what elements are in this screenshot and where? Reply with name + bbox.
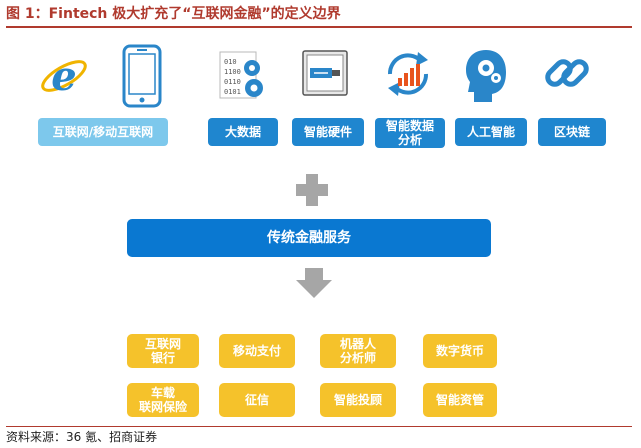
category-smart-hardware: 智能硬件 (292, 118, 364, 146)
outcome-label-line: 机器人 (339, 337, 376, 351)
outcome-mobile-payment: 移动支付 (219, 334, 295, 368)
outcome-label-line: 数字货币 (435, 344, 484, 358)
outcome-label-line: 分析师 (339, 351, 376, 365)
down-arrow-icon (296, 268, 332, 302)
ai-head-icon (462, 46, 510, 104)
outcome-connected-car-insurance: 车载 联网保险 (127, 383, 199, 417)
category-blockchain: 区块链 (538, 118, 606, 146)
outcome-label-line: 互联网 (144, 337, 181, 351)
svg-text:1100: 1100 (224, 68, 241, 76)
title-rule (6, 26, 632, 28)
outcome-robo-advisor: 智能投顾 (320, 383, 396, 417)
chain-link-icon (542, 48, 592, 98)
svg-text:0101: 0101 (224, 88, 241, 96)
outcome-label-line: 征信 (244, 393, 269, 407)
outcome-robot-analyst: 机器人 分析师 (320, 334, 396, 368)
source-rule (6, 426, 632, 427)
outcome-internet-bank: 互联网 银行 (127, 334, 199, 368)
plus-icon (294, 172, 330, 212)
outcome-label-line: 移动支付 (232, 344, 281, 358)
svg-text:0110: 0110 (224, 78, 241, 86)
outcome-digital-currency: 数字货币 (423, 334, 497, 368)
category-label-line: 分析 (397, 133, 422, 147)
internet-explorer-icon: e (38, 50, 90, 102)
outcome-label-line: 联网保险 (138, 400, 187, 414)
svg-text:e: e (51, 53, 76, 100)
smartphone-icon (122, 44, 162, 108)
outcome-label-line: 智能资管 (435, 393, 484, 407)
outcome-label-line: 银行 (150, 351, 175, 365)
outcome-label-line: 智能投顾 (333, 393, 382, 407)
outcome-label-line: 车载 (150, 386, 175, 400)
svg-text:010: 010 (224, 58, 237, 66)
outcome-credit-reporting: 征信 (219, 383, 295, 417)
category-label-line: 智能数据 (385, 119, 434, 133)
traditional-financial-services: 传统金融服务 (127, 219, 491, 257)
category-big-data: 大数据 (208, 118, 278, 146)
outcome-smart-asset-management: 智能资管 (423, 383, 497, 417)
figure-source: 资料来源：36 氪、招商证券 (6, 430, 158, 444)
data-gears-icon: 010 1100 0110 0101 (216, 48, 266, 104)
usb-device-icon (302, 50, 348, 96)
analytics-cycle-icon (380, 48, 436, 100)
category-smart-data-analysis: 智能数据 分析 (375, 118, 445, 148)
category-ai: 人工智能 (455, 118, 527, 146)
figure-title: 图 1：Fintech 极大扩充了“互联网金融”的定义边界 (6, 6, 341, 22)
category-internet-mobile: 互联网/移动互联网 (38, 118, 168, 146)
